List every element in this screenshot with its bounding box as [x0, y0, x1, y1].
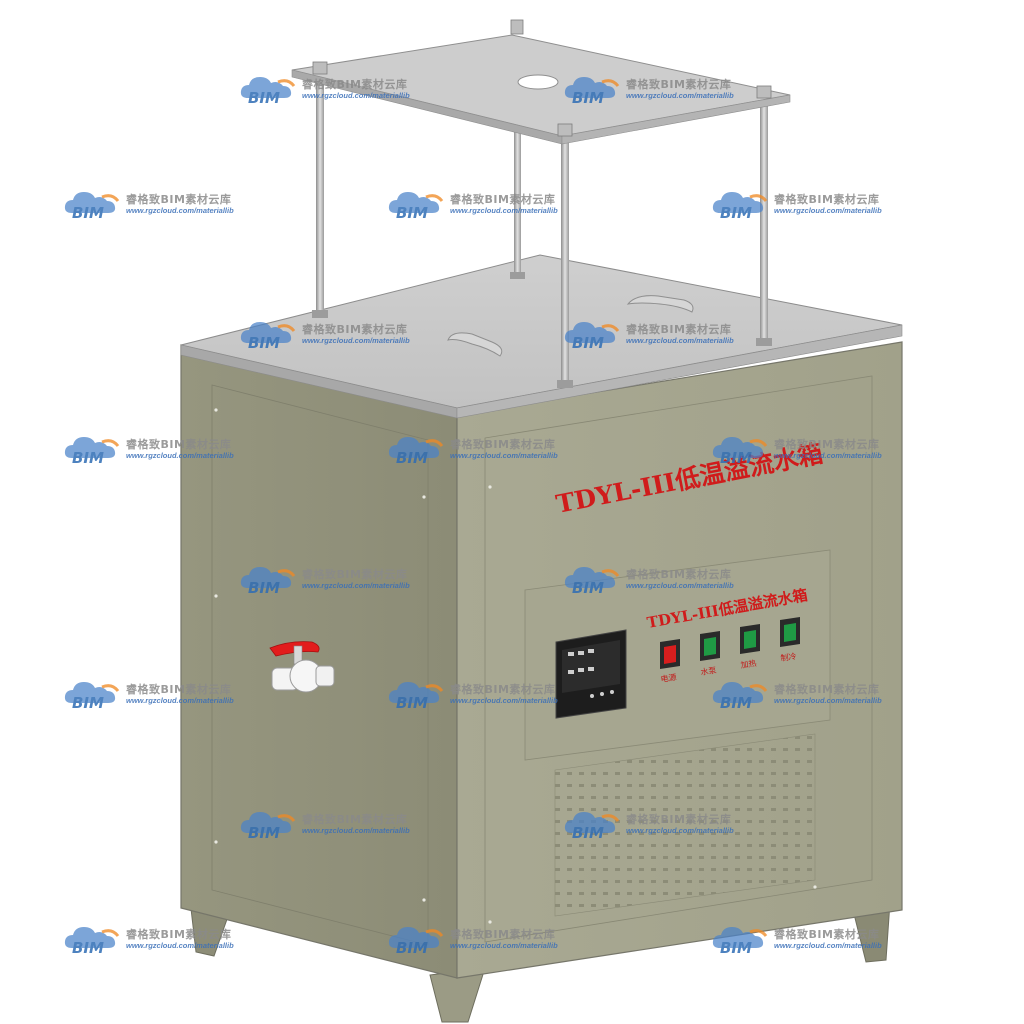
switches — [660, 617, 800, 669]
lid-handle-left — [447, 332, 503, 357]
switch-label-power: 电源 — [660, 672, 677, 684]
screws — [214, 408, 817, 924]
support-rods — [312, 38, 772, 388]
top-plate-edge-front — [561, 94, 791, 145]
front-face-panel — [484, 375, 873, 943]
cabinet-left-face — [180, 344, 458, 979]
switch-label-cooling: 制冷 — [780, 651, 797, 663]
temperature-controller-icon — [555, 629, 627, 719]
vent-grille — [554, 733, 816, 917]
top-plate-hole — [517, 74, 559, 90]
ball-valve-icon[interactable] — [269, 641, 335, 693]
switch-label-pump: 水泵 — [700, 665, 717, 677]
lid-handle-right — [626, 295, 694, 313]
switch-label-heating: 加热 — [740, 658, 757, 670]
lid-edge-front — [456, 324, 903, 419]
rod-nuts — [312, 19, 772, 137]
